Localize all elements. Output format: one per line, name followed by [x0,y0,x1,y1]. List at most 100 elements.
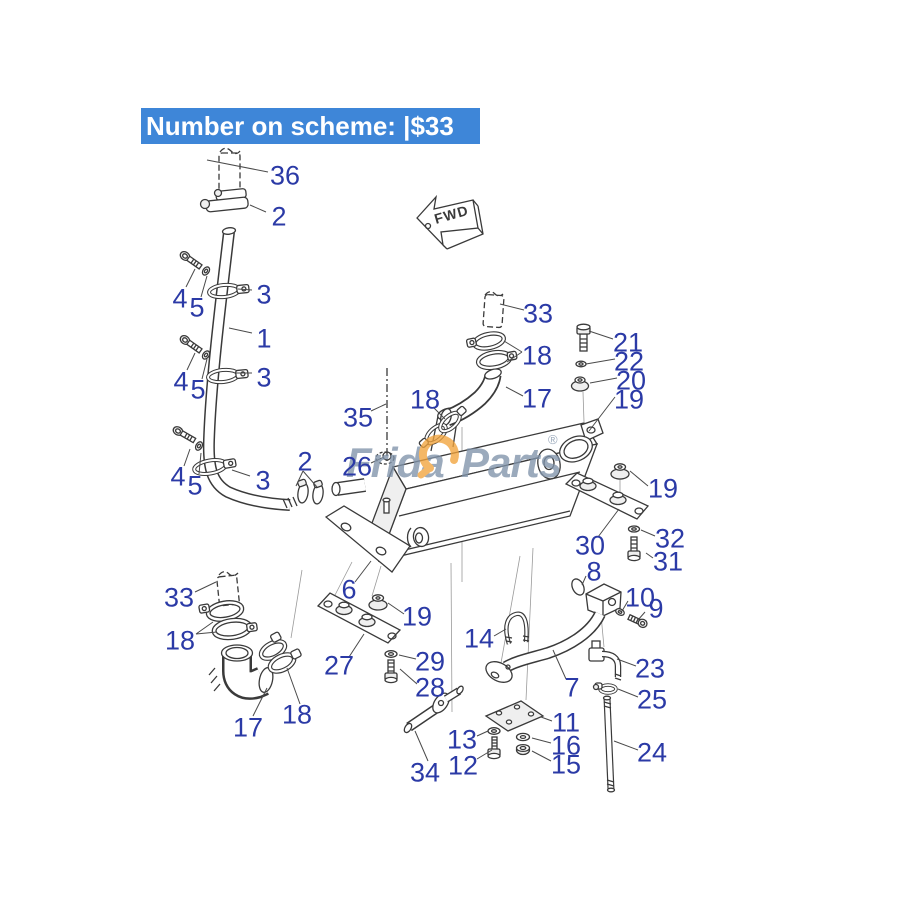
watermark-text-parts: Parts [461,439,561,486]
bolt-4-upper [179,250,203,270]
part-label-33: 33 [522,298,554,329]
watermark-swoosh [418,434,459,472]
nut-15 [515,743,531,756]
part-label-4: 4 [172,283,188,314]
clamp-18-upper-b [475,349,518,371]
bracket-27 [316,592,402,644]
part-label-3: 3 [256,279,272,310]
part-label-18: 18 [164,625,196,656]
part-label-26: 26 [341,451,373,482]
part-label-5: 5 [190,374,206,405]
part-label-2: 2 [297,446,313,477]
hydraulic-tank [324,368,604,573]
washer-5-middle [201,350,211,360]
part-label-7: 7 [564,672,580,703]
plate-11 [484,700,545,732]
tube-33-top [482,291,505,329]
bracket-30 [564,472,650,520]
bolt-31 [627,536,641,562]
washer-5-lower [194,441,204,451]
part-label-10: 10 [624,582,656,613]
part-label-12: 12 [447,750,479,781]
bolt-28 [384,659,398,684]
bolt-4-lower [172,426,197,444]
clamp-2-top [199,188,249,213]
part-label-32: 32 [654,523,686,554]
rod-35 [382,368,391,514]
part-label-2: 2 [271,201,287,232]
part-label-30: 30 [574,530,606,561]
washer-5-upper [201,266,211,276]
o-ring-8 [571,578,585,596]
part-label-18: 18 [281,699,313,730]
washer-22 [575,360,587,368]
tube-24 [602,695,616,793]
tank-front-port [406,526,430,548]
elbow-block-7 [585,583,622,617]
u-bolt-14 [504,611,530,645]
bolt-21 [576,323,591,352]
part-label-21: 21 [612,327,644,358]
scheme-banner-text: Number on scheme: |$33 [146,111,454,141]
clamp-18-mid-b [438,405,467,434]
grommet-20 [570,376,590,392]
part-label-5: 5 [189,292,205,323]
valve-23 [588,640,622,681]
clamp-18-left-a [198,600,245,622]
part-label-29: 29 [414,646,446,677]
clamp-3-lower [192,458,237,476]
part-label-22: 22 [613,346,645,377]
part-label-3: 3 [255,465,271,496]
washer-13 [487,727,501,735]
part-label-4: 4 [173,366,189,397]
part-label-9: 9 [648,593,664,624]
part-label-1: 1 [256,323,272,354]
pipe-1 [202,227,298,511]
bracket-6-foot [324,505,411,573]
bolt-4-middle [179,334,203,354]
scheme-banner: Number on scheme: |$33 [141,108,480,144]
washer-16 [515,732,531,742]
tube-36 [218,147,241,195]
leader-lines [183,159,656,762]
part-label-5: 5 [187,470,203,501]
part-label-24: 24 [636,737,668,768]
clamp-2-mid [297,478,324,505]
part-label-18: 18 [409,384,441,415]
part-label-11: 11 [551,707,581,738]
part-label-19: 19 [401,601,433,632]
part-label-17: 17 [232,712,264,743]
part-label-28: 28 [414,672,446,703]
tube-7 [485,611,606,683]
part-label-3: 3 [256,362,272,393]
part-label-36: 36 [269,160,301,191]
part-label-6: 6 [341,574,357,605]
tank-port [559,435,593,463]
part-label-19: 19 [613,384,645,415]
part-label-17: 17 [521,383,553,414]
clamp-25 [592,682,618,695]
bolt-9 [627,613,648,629]
part-label-23: 23 [634,653,666,684]
grommet-19-right [610,463,630,480]
part-label-27: 27 [323,650,355,681]
fwd-arrow: FWD [416,194,484,250]
part-label-15: 15 [550,749,582,780]
part-label-33: 33 [163,582,195,613]
part-label-31: 31 [652,546,684,577]
part-label-19: 19 [647,473,679,504]
part-label-4: 4 [170,461,186,492]
washer-29 [384,650,398,658]
bolt-12 [487,736,501,760]
part-label-25: 25 [636,684,668,715]
part-label-35: 35 [342,402,374,433]
tank-flange [537,448,561,480]
clamp-18-upper-a [465,331,506,351]
part-label-13: 13 [446,724,478,755]
part-label-14: 14 [463,623,495,654]
clamp-18-left2-a [258,631,288,661]
tank-nipple [331,478,366,497]
clamp-3-upper [207,282,250,300]
watermark-registered-mark: ® [548,432,558,447]
